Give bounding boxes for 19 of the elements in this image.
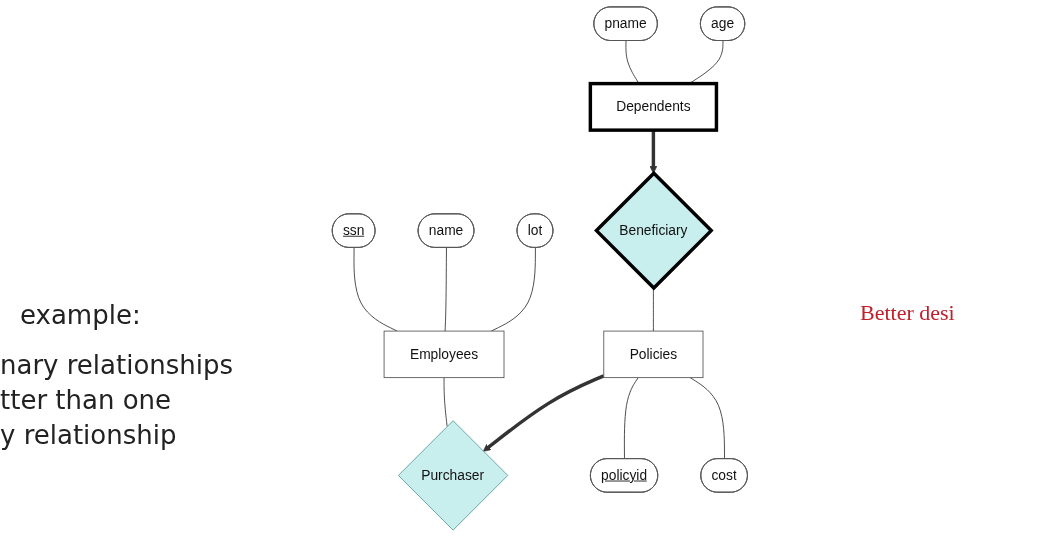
note-text: Better desi <box>860 300 955 326</box>
connector <box>443 377 448 427</box>
node-box: Dependents <box>588 81 719 132</box>
node-diamond: Beneficiary <box>594 170 714 291</box>
connector <box>653 287 654 332</box>
body-text: nary relationships <box>0 350 234 380</box>
arrow <box>483 374 605 452</box>
node-box: Policies <box>603 330 704 379</box>
connector <box>491 247 536 332</box>
body-text: tter than one <box>0 385 172 415</box>
node-box: Employees <box>383 330 505 379</box>
body-text: example: <box>20 300 141 330</box>
connector <box>624 377 639 460</box>
arrow <box>649 130 658 174</box>
connector <box>353 247 398 332</box>
body-text: y relationship <box>0 420 177 450</box>
node-diamond: Purchaser <box>398 420 509 531</box>
connector <box>444 247 448 332</box>
connector <box>689 377 726 460</box>
